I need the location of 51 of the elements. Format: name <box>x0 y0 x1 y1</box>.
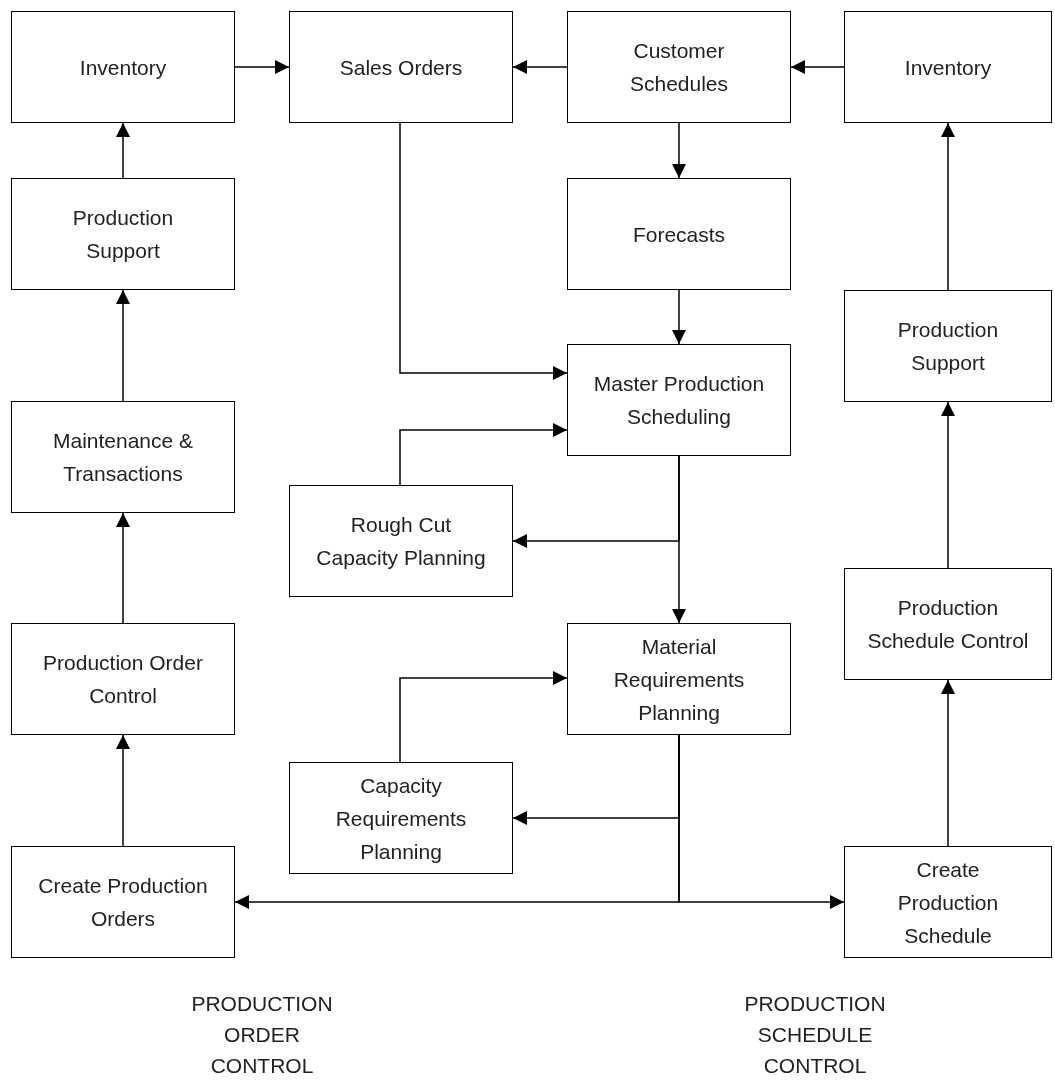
box-label: Production Support <box>896 317 1000 376</box>
process-box <box>567 623 791 735</box>
arrow <box>790 60 845 74</box>
arrow <box>512 60 568 74</box>
section-caption: PRODUCTION SCHEDULE CONTROL <box>743 991 887 1079</box>
arrow <box>116 289 130 402</box>
box-label: Capacity Requirements Planning <box>334 772 468 865</box>
process-box <box>289 11 513 123</box>
process-box <box>844 846 1052 958</box>
box-label: Material Requirements Planning <box>612 633 746 726</box>
arrow <box>678 734 845 909</box>
process-box <box>844 11 1052 123</box>
process-box <box>567 11 791 123</box>
arrow <box>941 122 955 291</box>
box-label: Rough Cut Capacity Planning <box>315 512 487 571</box>
process-box <box>11 11 235 123</box>
process-box <box>11 401 235 513</box>
arrow <box>672 455 686 624</box>
process-box <box>11 178 235 290</box>
box-label: Production Support <box>71 205 175 264</box>
box-label: Production Schedule Control <box>866 595 1030 654</box>
process-box <box>844 568 1052 680</box>
box-label: Customer Schedules <box>628 38 730 97</box>
arrow <box>399 423 568 486</box>
process-box <box>567 178 791 290</box>
process-box <box>567 344 791 456</box>
box-label: Production Order Control <box>42 650 204 709</box>
box-label: Master Production Scheduling <box>592 371 766 430</box>
section-caption: PRODUCTION ORDER CONTROL <box>190 991 334 1079</box>
arrow <box>672 122 686 179</box>
box-label: Forecasts <box>631 221 727 248</box>
arrow <box>399 122 568 380</box>
process-box <box>11 623 235 735</box>
process-box <box>11 846 235 958</box>
process-box <box>289 485 513 597</box>
arrow <box>116 512 130 624</box>
box-label: Inventory <box>78 54 168 81</box>
box-label: Create Production Orders <box>37 873 209 932</box>
box-label: Sales Orders <box>338 54 464 81</box>
arrow <box>399 671 568 763</box>
arrow <box>116 734 130 847</box>
box-label: Maintenance & Transactions <box>51 428 195 487</box>
process-box <box>844 290 1052 402</box>
arrow <box>941 679 955 847</box>
arrow <box>116 122 130 179</box>
box-label: Create Production Schedule <box>896 856 1000 949</box>
box-label: Inventory <box>903 54 993 81</box>
process-box <box>289 762 513 874</box>
arrow <box>672 289 686 345</box>
arrow <box>941 401 955 569</box>
arrow <box>234 60 290 74</box>
